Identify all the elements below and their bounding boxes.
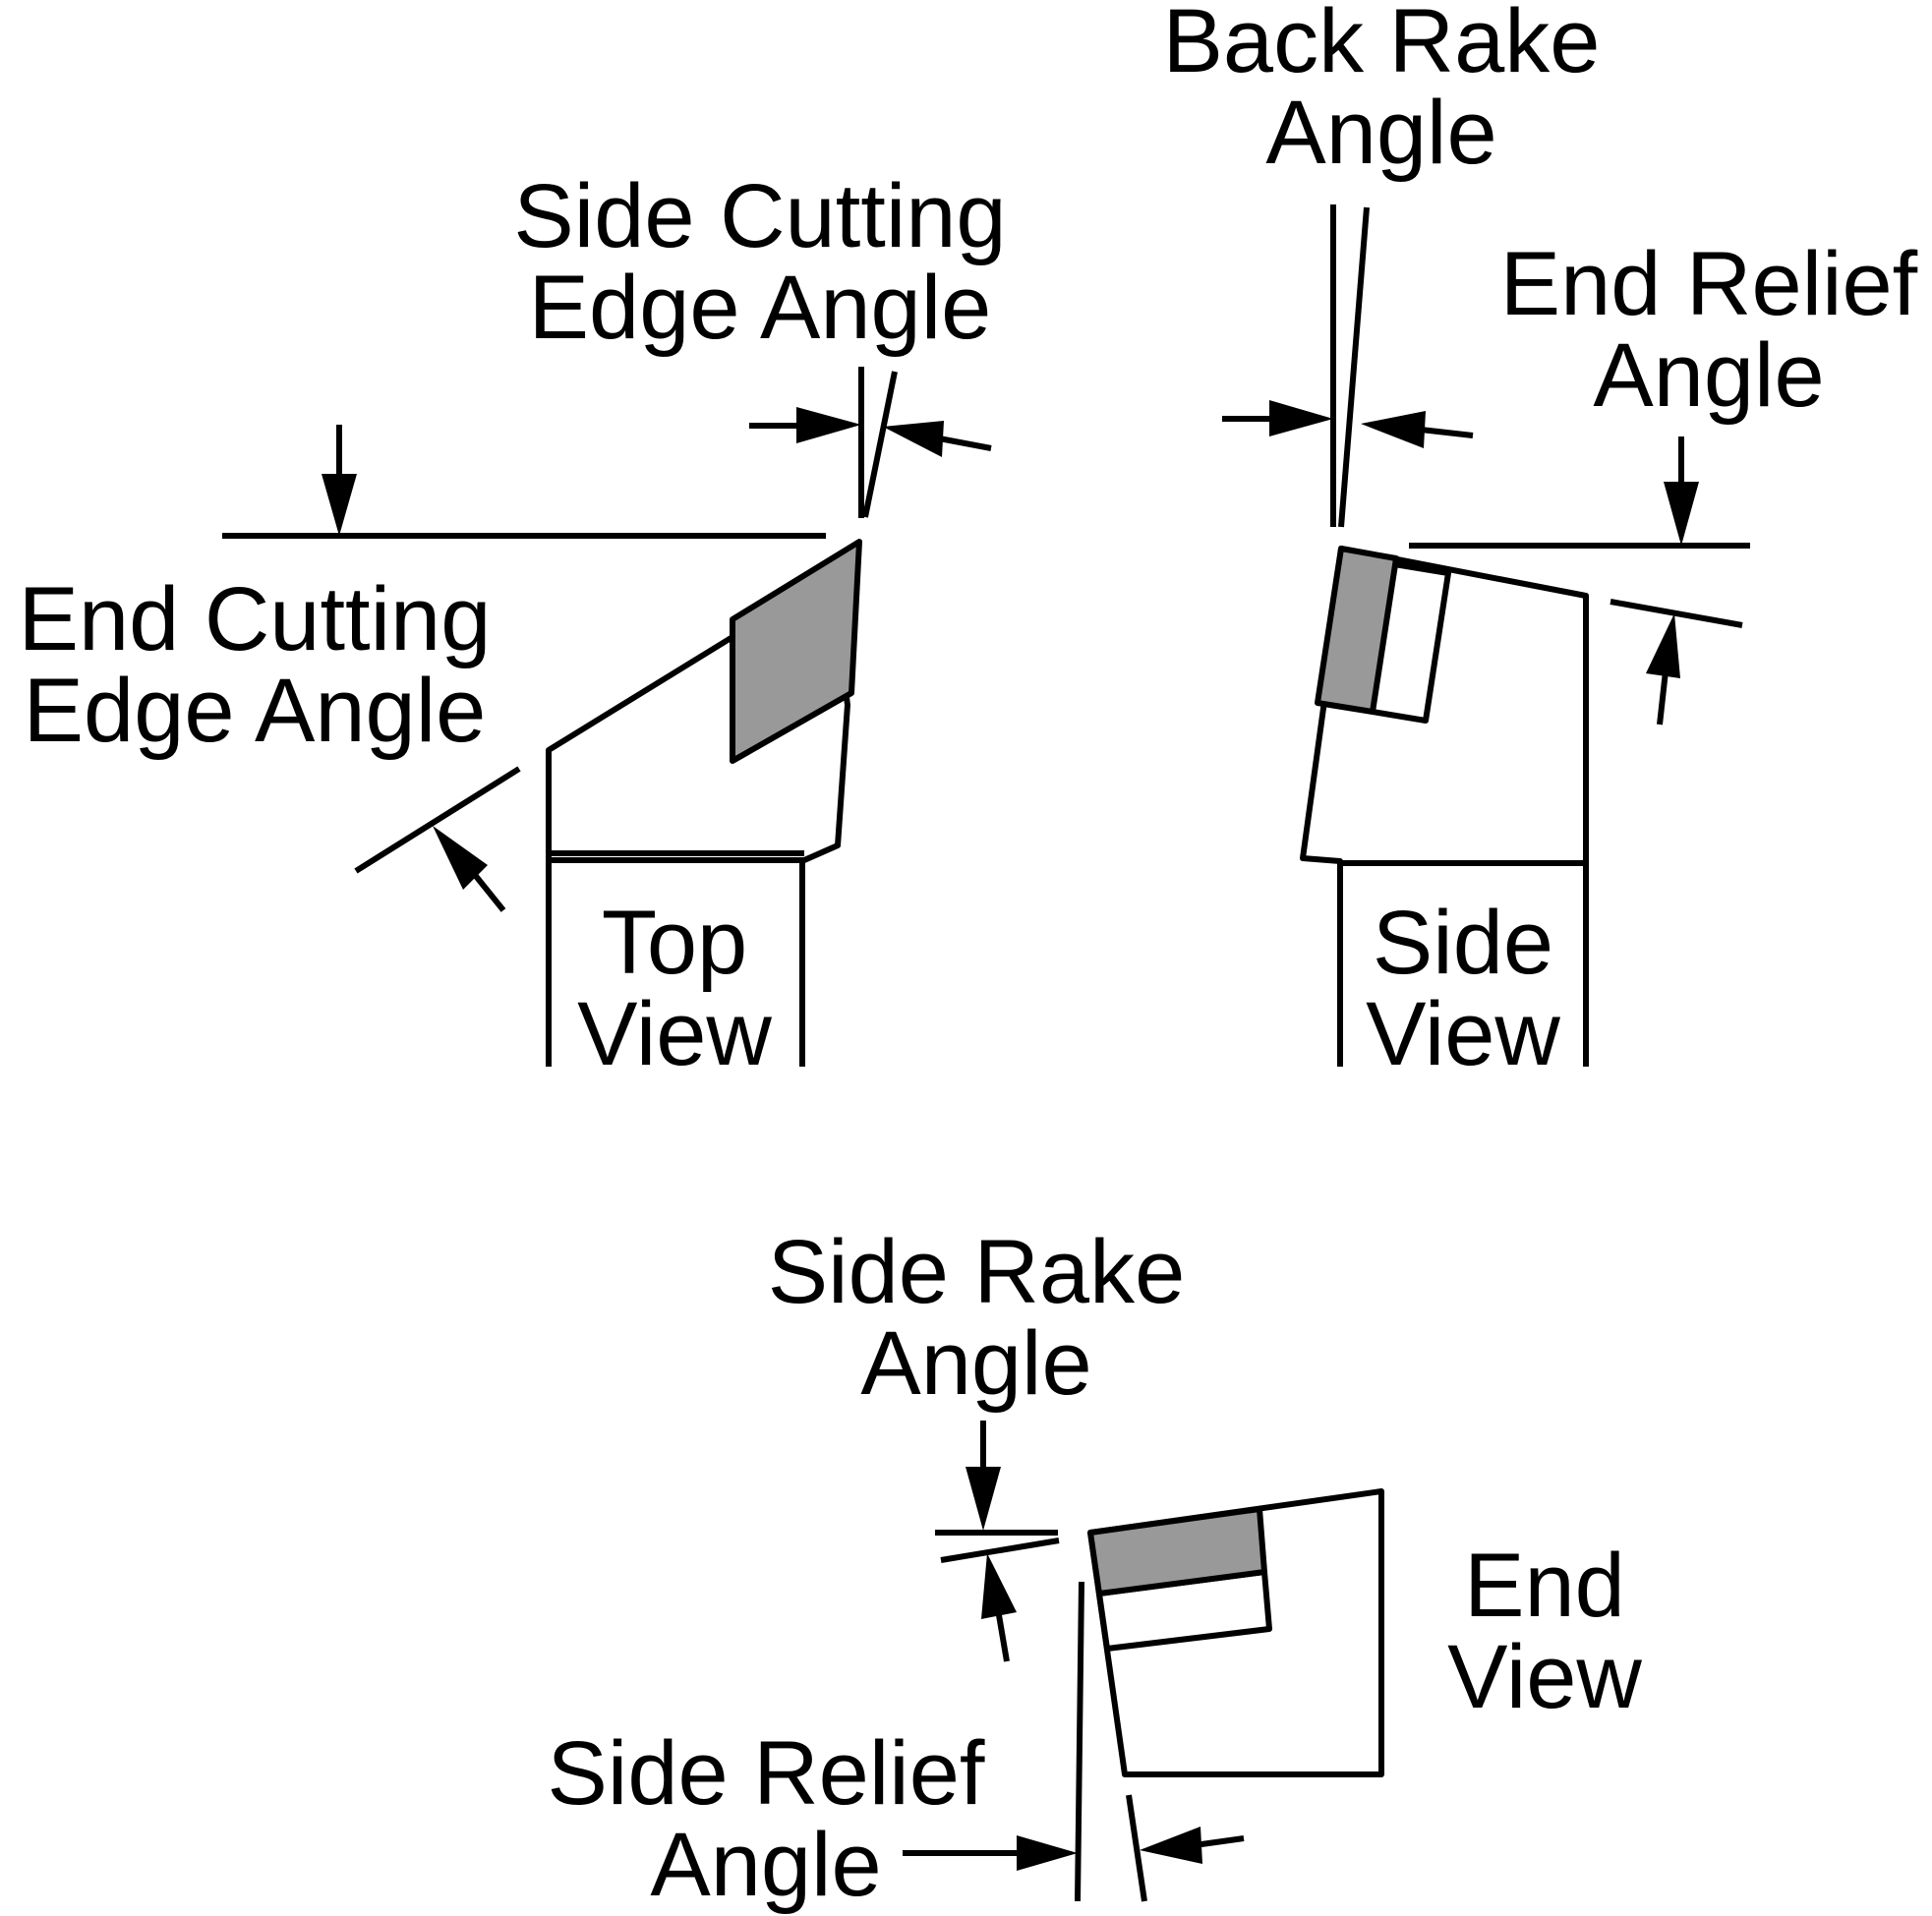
end-relief-label-line2: Angle [1593, 325, 1824, 426]
end-cutting-edge-label-line1: End Cutting [19, 569, 492, 669]
side-relief-left-arrowhead [1017, 1835, 1078, 1871]
top-view-label-line1: Top [602, 893, 747, 993]
end-view-label-line1: End [1464, 1536, 1625, 1636]
end-relief-label-line1: End Relief [1500, 234, 1918, 334]
side-view-label-line1: Side [1373, 893, 1553, 993]
side-cutting-edge-left-arrowhead [796, 407, 861, 443]
end-relief-extension-line [1610, 599, 1743, 628]
end-relief-top-arrowhead [1664, 482, 1699, 546]
side-rake-bottom-arrow-shaft [996, 1614, 1010, 1662]
side-view [1300, 204, 1750, 1067]
side-relief-extension-line [1126, 1794, 1147, 1902]
side-rake-top-arrowhead [966, 1467, 1001, 1531]
back-rake-extension-line [1338, 206, 1370, 528]
side-cutting-edge-label-line2: Edge Angle [529, 258, 992, 358]
top-view-insert [730, 539, 862, 764]
end-view-label-line2: View [1447, 1627, 1642, 1727]
back-rake-label-line1: Back Rake [1163, 0, 1601, 91]
end-view [935, 1488, 1384, 1902]
back-rake-right-arrow-shaft [1420, 427, 1474, 438]
top-view-arrows [322, 407, 992, 912]
end-cutting-edge-top-arrowhead [322, 474, 357, 536]
side-view-insert [1315, 546, 1399, 715]
side-cutting-edge-extension-line [862, 371, 898, 518]
side-rake-bottom-arrowhead [981, 1553, 1017, 1619]
side-relief-right-arrowhead [1140, 1827, 1202, 1864]
side-cutting-edge-right-arrow-shaft [933, 435, 992, 451]
side-rake-label-line1: Side Rake [768, 1222, 1185, 1322]
side-relief-right-arrow-shaft [1194, 1835, 1245, 1848]
end-cutting-edge-bottom-arrowhead [433, 826, 488, 890]
side-relief-label-line1: Side Relief [548, 1723, 985, 1824]
back-rake-right-arrowhead [1361, 411, 1426, 448]
side-cutting-edge-label-line1: Side Cutting [513, 166, 1006, 266]
end-relief-bottom-arrow-shaft [1657, 670, 1669, 726]
end-relief-bottom-arrowhead [1646, 613, 1680, 678]
back-rake-label-line2: Angle [1265, 83, 1496, 183]
side-relief-label-line2: Angle [650, 1815, 881, 1915]
side-view-label-line2: View [1366, 984, 1560, 1084]
end-view-arrows [903, 1421, 1245, 1871]
top-view [222, 367, 898, 1067]
side-view-arrows [1222, 400, 1699, 726]
top-view-label-line2: View [577, 984, 772, 1084]
end-cutting-edge-extension-line [354, 766, 521, 874]
side-cutting-edge-right-arrowhead [883, 421, 944, 457]
end-cutting-edge-label-line2: Edge Angle [24, 661, 487, 761]
back-rake-left-arrowhead [1269, 400, 1333, 436]
side-rake-extension-line [940, 1538, 1060, 1563]
labels: Back Rake Angle Side Cutting Edge Angle … [19, 0, 1918, 1915]
side-relief-vertical-line [1075, 1581, 1084, 1902]
side-rake-label-line2: Angle [860, 1313, 1091, 1414]
end-view-insert [1087, 1506, 1267, 1597]
